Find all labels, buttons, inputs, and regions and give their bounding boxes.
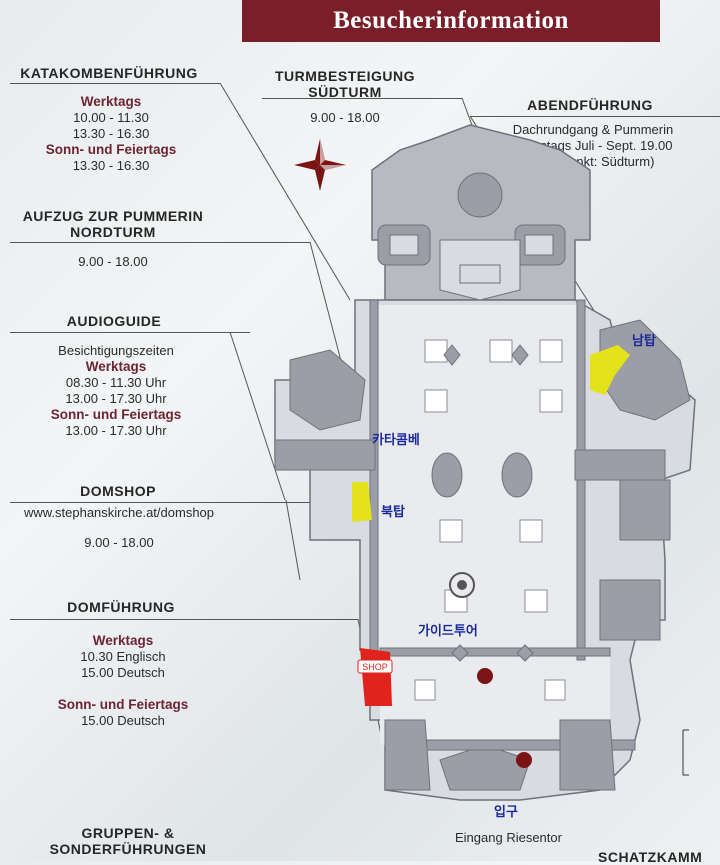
- divider: [262, 98, 462, 99]
- divider: [470, 116, 720, 117]
- gruppen-heading-2: SONDERFÜHRUNGEN: [49, 841, 207, 857]
- sonn-label: Sonn- und Feiertags: [57, 697, 189, 712]
- domfuehrung-times: Werktags 10.30 Englisch 15.00 Deutsch So…: [0, 633, 246, 729]
- gruppen-heading: GRUPPEN- &: [81, 825, 175, 841]
- audioguide-times: Besichtigungszeiten Werktags 08.30 - 11.…: [0, 343, 232, 439]
- time-line: 13.30 - 16.30: [72, 158, 150, 173]
- turm-time: 9.00 - 18.00: [250, 110, 440, 126]
- divider: [10, 502, 360, 503]
- divider: [10, 619, 358, 620]
- schatzkammer-label: SCHATZKAMM: [598, 849, 703, 865]
- divider: [10, 83, 220, 84]
- shop-label: SHOP: [362, 662, 388, 672]
- werktags-label: Werktags: [92, 633, 154, 648]
- domfuehrung-heading: DOMFÜHRUNG: [67, 599, 175, 615]
- domshop-section: DOMSHOP: [0, 483, 236, 499]
- entrance-marker: [516, 752, 532, 768]
- entrance-label: Eingang Riesentor: [455, 830, 562, 845]
- abend-heading: ABENDFÜHRUNG: [527, 97, 653, 113]
- page-title: Besucherinformation: [242, 0, 660, 42]
- pillars: [414, 339, 566, 701]
- time-line: 13.00 - 17.30 Uhr: [65, 423, 167, 438]
- north-tower-label: 북탑: [381, 504, 405, 519]
- werktags-label: Werktags: [80, 94, 142, 109]
- leader-line: [285, 499, 301, 581]
- intro-text: Besichtigungszeiten: [58, 343, 174, 358]
- time-line: 9.00 - 18.00: [84, 535, 154, 550]
- time-line: 10.30 Englisch: [80, 649, 166, 664]
- werktags-label: Werktags: [85, 359, 147, 374]
- turm-heading-2: SÜDTURM: [308, 84, 382, 100]
- domshop-url[interactable]: www.stephanskirche.at/domshop: [23, 505, 215, 520]
- leader-line: [229, 331, 286, 501]
- aufzug-time: 9.00 - 18.00: [0, 254, 226, 270]
- time-line: 13.00 - 17.30 Uhr: [65, 391, 167, 406]
- domfuehrung-section: DOMFÜHRUNG: [0, 599, 242, 615]
- catacombs-label: 카타콤베: [372, 432, 420, 447]
- audioguide-heading: AUDIOGUIDE: [66, 313, 162, 329]
- south-tower-label: 남탑: [632, 333, 656, 348]
- turm-section: TURMBESTEIGUNG SÜDTURM: [250, 68, 440, 100]
- aufzug-section: AUFZUG ZUR PUMMERIN NORDTURM: [0, 208, 226, 240]
- north-tower-highlight: [352, 482, 372, 522]
- detail-line: Dachrundgang & Pummerin: [512, 122, 674, 137]
- divider: [10, 242, 310, 243]
- katakomben-times: Werktags 10.00 - 11.30 13.30 - 16.30 Son…: [0, 94, 222, 174]
- domshop-details: www.stephanskirche.at/domshop 9.00 - 18.…: [0, 505, 238, 551]
- time-line: 9.00 - 18.00: [310, 110, 380, 125]
- south-tower-highlight: [590, 345, 630, 395]
- aufzug-heading: AUFZUG ZUR PUMMERIN: [22, 208, 204, 224]
- katakomben-section: KATAKOMBENFÜHRUNG: [0, 65, 218, 81]
- shop-highlight: [360, 648, 392, 706]
- pulpit-icon: [449, 572, 475, 598]
- compass-star-icon: [294, 139, 346, 191]
- tour-meetpoint-marker: [477, 668, 493, 684]
- time-line: 10.00 - 11.30: [73, 110, 149, 125]
- audioguide-section: AUDIOGUIDE: [0, 313, 228, 329]
- guided-tour-label: 가이드투어: [418, 623, 478, 638]
- time-line: 08.30 - 11.30 Uhr: [65, 375, 167, 390]
- time-line: 15.00 Deutsch: [81, 665, 165, 680]
- katakomben-heading: KATAKOMBENFÜHRUNG: [20, 65, 198, 81]
- turm-heading: TURMBESTEIGUNG: [275, 68, 415, 84]
- sonn-label: Sonn- und Feiertags: [45, 142, 177, 157]
- time-line: 13.30 - 16.30: [72, 126, 150, 141]
- time-line: 15.00 Deutsch: [81, 713, 165, 728]
- shop-badge: [357, 659, 393, 674]
- aufzug-heading-2: NORDTURM: [70, 224, 156, 240]
- gruppen-section: GRUPPEN- & SONDERFÜHRUNGEN: [0, 825, 256, 857]
- time-line: 9.00 - 18.00: [78, 254, 148, 269]
- sonn-label: Sonn- und Feiertags: [50, 407, 182, 422]
- divider: [10, 332, 250, 333]
- abend-section: ABENDFÜHRUNG: [470, 97, 710, 113]
- entrance-label-ko: 입구: [494, 804, 518, 819]
- leader-line: [219, 82, 351, 301]
- domshop-heading: DOMSHOP: [80, 483, 156, 499]
